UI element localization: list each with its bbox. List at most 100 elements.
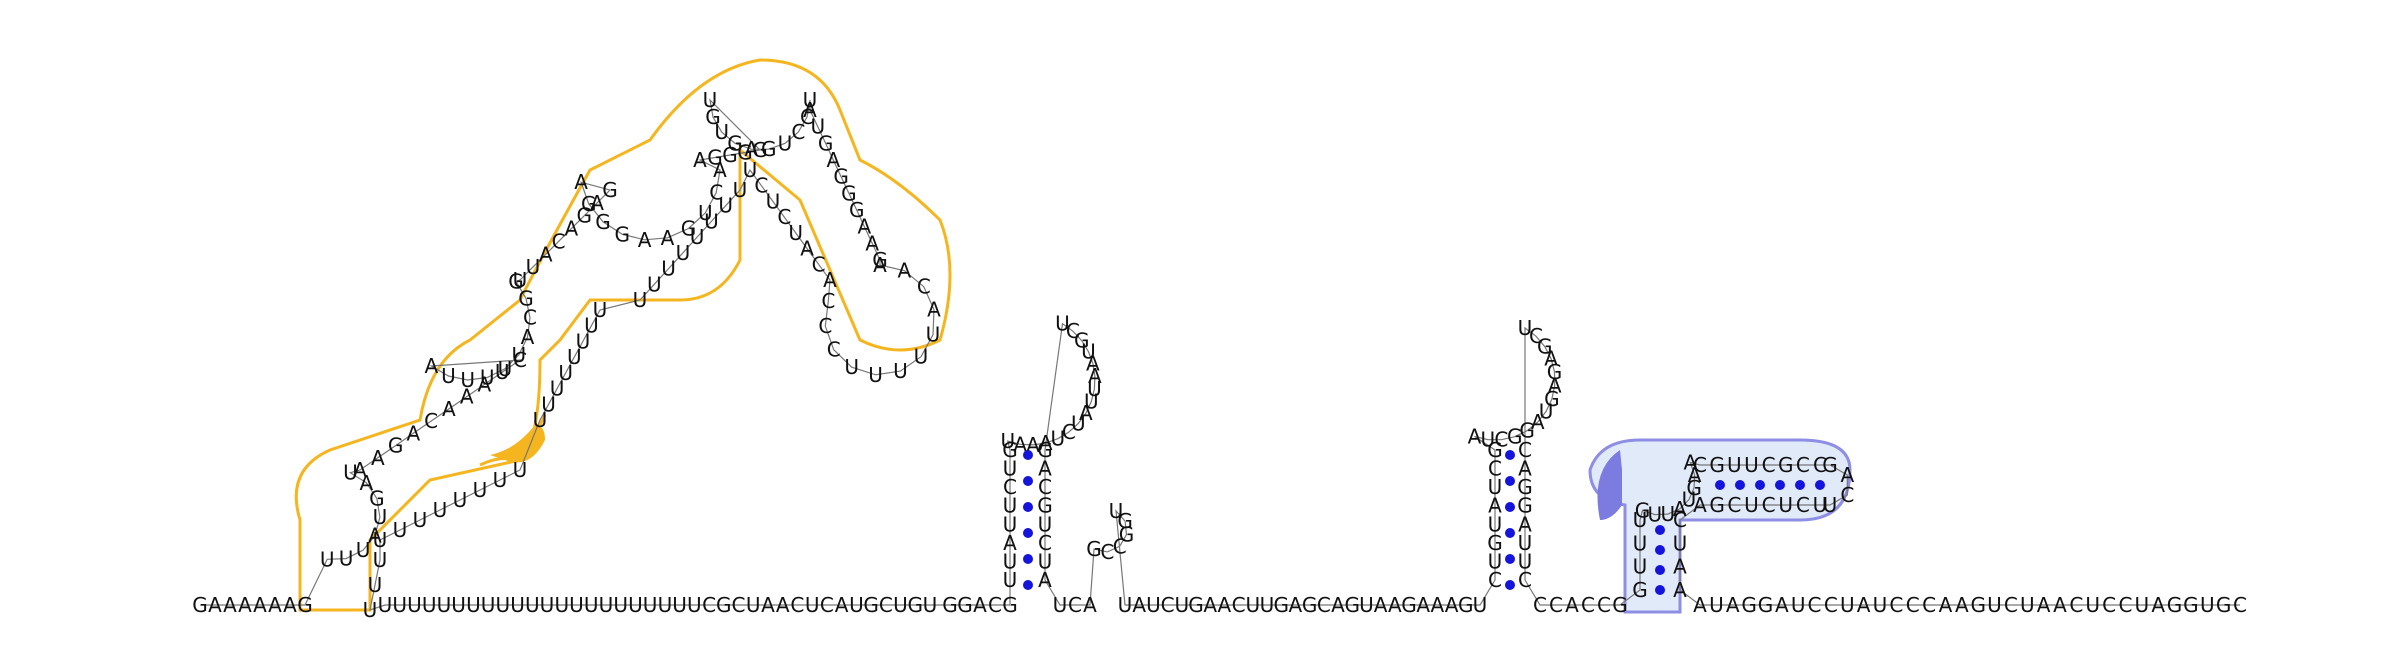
nucleotide-260: A — [1518, 457, 1532, 481]
nucleotide-203: C — [1068, 593, 1082, 617]
nucleotide-54: A — [713, 158, 727, 182]
nucleotide-111: U — [567, 345, 582, 369]
nucleotide-15: A — [360, 471, 374, 495]
nucleotide-253: A — [1548, 374, 1562, 398]
base-pair-dot — [1655, 525, 1665, 535]
nucleotide-39: A — [539, 242, 553, 266]
nucleotide-274: U — [1633, 555, 1648, 579]
nucleotide-332: C — [2069, 593, 2083, 617]
nucleotide-223: A — [1289, 593, 1303, 617]
nucleotide-35: G — [518, 286, 534, 310]
nucleotide-26: C — [513, 348, 527, 372]
nucleotide-132: U — [451, 593, 466, 617]
nucleotide-267: C — [1533, 593, 1547, 617]
nucleotide-178: U — [1000, 429, 1015, 453]
nucleotide-104: U — [676, 241, 691, 265]
nucleotide-173: U — [1003, 512, 1018, 536]
nucleotide-182: U — [1050, 427, 1065, 451]
nucleotide-185: A — [1079, 401, 1093, 425]
nucleotide-277: G — [1635, 498, 1651, 522]
nucleotide-50: A — [661, 226, 675, 250]
nucleotide-93: C — [812, 252, 826, 276]
nucleotide-257: C — [1529, 324, 1543, 348]
base-pair-dot — [1755, 480, 1765, 490]
nucleotide-40: C — [552, 229, 566, 253]
nucleotide-175: C — [1003, 475, 1017, 499]
nucleotide-235: G — [1458, 593, 1474, 617]
nucleotide-266: C — [1518, 568, 1532, 592]
nucleotide-96: C — [777, 205, 791, 229]
nucleotide-38: U — [526, 255, 541, 279]
nucleotide-302: C — [1727, 493, 1741, 517]
nucleotide-262: G — [1517, 494, 1533, 518]
nucleotide-278: U — [1647, 503, 1662, 527]
nucleotide-33: A — [521, 325, 535, 349]
nucleotide-279: U — [1660, 502, 1675, 526]
nucleotide-272: G — [1612, 593, 1628, 617]
nucleotide-207: C — [1113, 534, 1127, 558]
nucleotide-67: C — [791, 120, 805, 144]
nucleotide-245: A — [1468, 424, 1482, 448]
nucleotide-214: C — [1161, 593, 1175, 617]
nucleotide-238: U — [1488, 549, 1503, 573]
nucleotide-71: U — [810, 115, 825, 139]
nucleotide-138: U — [540, 593, 555, 617]
highlight-orange-region — [294, 58, 952, 612]
nucleotide-208: G — [1119, 523, 1135, 547]
nucleotide-303: G — [1709, 493, 1725, 517]
nucleotide-123: U — [373, 528, 388, 552]
base-pair-dot — [1023, 502, 1033, 512]
nucleotide-220: U — [1245, 593, 1260, 617]
nucleotide-241: A — [1488, 494, 1502, 518]
base-pair-dot — [1023, 450, 1033, 460]
nucleotide-37: U — [513, 268, 528, 292]
nucleotide-88: U — [844, 355, 859, 379]
nucleotide-90: C — [818, 314, 832, 338]
nucleotide-21: C — [424, 409, 438, 433]
nucleotide-172: A — [1003, 531, 1017, 555]
nucleotide-81: A — [898, 259, 912, 283]
nucleotide-202: U — [1053, 593, 1068, 617]
nucleotide-119: U — [453, 488, 468, 512]
nucleotide-87: U — [868, 363, 883, 387]
nucleotide-24: A — [478, 372, 492, 396]
nucleotide-157: C — [820, 593, 834, 617]
nucleotide-195: A — [1038, 457, 1052, 481]
nucleotide-247: C — [1494, 428, 1508, 452]
nucleotide-108: U — [593, 298, 608, 322]
nucleotide-246: U — [1480, 428, 1495, 452]
nucleotide-293: G — [1822, 453, 1838, 477]
nucleotide-280: A — [1673, 497, 1687, 521]
nucleotide-186: U — [1084, 390, 1099, 414]
nucleotide-141: U — [584, 593, 599, 617]
nucleotide-66: U — [778, 131, 793, 155]
nucleotide-244: G — [1487, 438, 1503, 462]
base-pair-dot — [1715, 480, 1725, 490]
nucleotide-153: A — [761, 593, 775, 617]
nucleotide-300: C — [1762, 493, 1776, 517]
nucleotide-338: G — [2167, 593, 2183, 617]
nucleotide-316: C — [1808, 593, 1822, 617]
nucleotide-218: A — [1218, 593, 1232, 617]
base-pair-dot — [1023, 554, 1033, 564]
nucleotide-122: U — [393, 518, 408, 542]
nucleotide-237: C — [1488, 568, 1502, 592]
nucleotide-243: C — [1488, 457, 1502, 481]
base-pair-dot — [1655, 545, 1665, 555]
nucleotide-281: U — [1682, 488, 1697, 512]
nucleotide-92: A — [823, 268, 837, 292]
nucleotide-181: A — [1039, 431, 1053, 455]
nucleotide-143: U — [613, 593, 628, 617]
nucleotide-149: C — [702, 593, 716, 617]
nucleotide-69: U — [803, 88, 818, 112]
nucleotide-176: U — [1003, 457, 1018, 481]
nucleotide-125: U — [368, 573, 383, 597]
nucleotide-79: G — [872, 248, 888, 272]
nucleotide-261: G — [1517, 475, 1533, 499]
nucleotide-16: U — [343, 461, 358, 485]
nucleotide-162: U — [893, 593, 908, 617]
nucleotide-216: G — [1188, 593, 1204, 617]
nucleotide-210: U — [1109, 499, 1124, 523]
nucleotide-77: A — [858, 215, 872, 239]
nucleotide-126: U — [363, 598, 378, 622]
